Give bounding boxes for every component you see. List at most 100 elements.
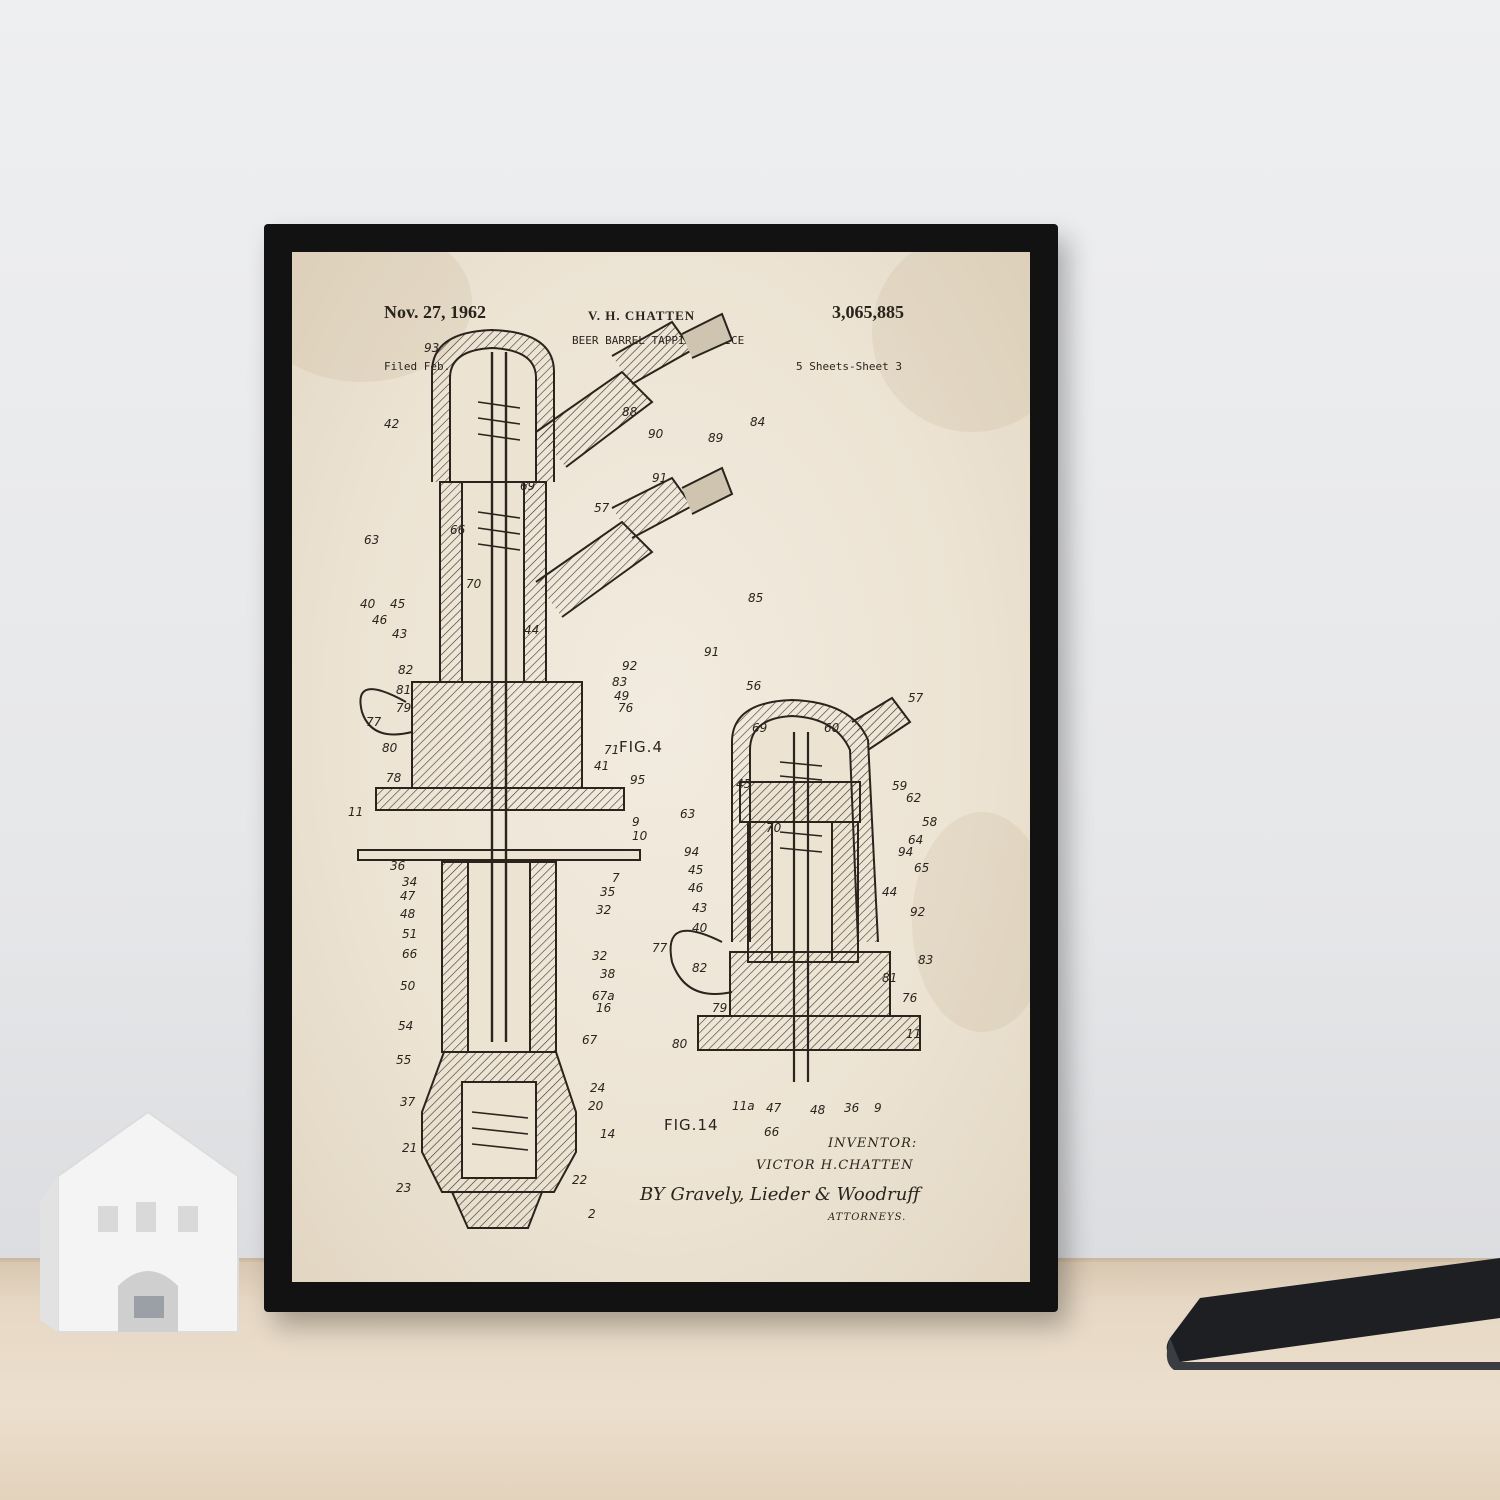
- fig4-reference-numeral: 76: [618, 701, 634, 715]
- fig4-reference-numeral: 23: [396, 1181, 411, 1195]
- fig4-reference-numeral: 34: [402, 875, 417, 889]
- fig4-reference-numeral: 55: [396, 1053, 411, 1067]
- fig4-reference-numeral: 67: [582, 1033, 598, 1047]
- fig4-reference-numeral: 45: [390, 597, 405, 611]
- fig4-reference-numeral: 35: [600, 885, 615, 899]
- fig14-reference-numeral: 79: [712, 1001, 727, 1015]
- patent-sheets: 5 Sheets-Sheet 3: [796, 360, 902, 373]
- fig4-reference-numeral: 78: [386, 771, 402, 785]
- fig4-reference-numeral: 85: [748, 591, 763, 605]
- inventor-name: VICTOR H.CHATTEN: [756, 1158, 914, 1173]
- fig14-reference-numeral: 83: [918, 953, 933, 967]
- fig14-reference-numeral: 77: [652, 941, 668, 955]
- fig14-reference-numeral: 9: [874, 1101, 882, 1115]
- fig14-reference-numeral: 45: [688, 863, 703, 877]
- fig4-reference-numeral: 22: [572, 1173, 587, 1187]
- fig4-reference-numeral: 9: [632, 815, 640, 829]
- fig4-reference-numeral: 21: [402, 1141, 417, 1155]
- fig14-reference-numeral: 70: [766, 821, 782, 835]
- fig4-reference-numeral: 67a: [592, 989, 615, 1003]
- fig4-reference-numeral: 14: [600, 1127, 615, 1141]
- paper-stain: [912, 812, 1030, 1032]
- fig4-reference-numeral: 88: [622, 405, 638, 419]
- fig4-reference-numeral: 93: [424, 341, 439, 355]
- fig4-reference-numeral: 20: [588, 1099, 604, 1113]
- fig4-reference-numeral: 95: [630, 773, 645, 787]
- attorneys-label: ATTORNEYS.: [828, 1212, 907, 1223]
- ceramic-house-icon: [40, 1110, 239, 1333]
- fig14-reference-numeral: 69: [752, 721, 767, 735]
- fig4-reference-numeral: 32: [596, 903, 611, 917]
- fig14-reference-numeral: 48: [810, 1103, 826, 1117]
- fig14-reference-numeral: 80: [672, 1037, 688, 1051]
- fig14-reference-numeral: 44: [882, 885, 897, 899]
- fig14-reference-numeral: 45: [736, 777, 751, 791]
- laptop-icon: [1166, 1258, 1500, 1370]
- fig4-reference-numeral: 79: [396, 701, 411, 715]
- fig4-reference-numeral: 82: [398, 663, 413, 677]
- fig4-reference-numeral: 24: [590, 1081, 605, 1095]
- fig14-reference-numeral: 56: [746, 679, 762, 693]
- fig4-reference-numeral: 80: [382, 741, 398, 755]
- fig4-reference-numeral: 71: [604, 743, 619, 757]
- fig4-reference-numeral: 51: [402, 927, 417, 941]
- fig14-drawing: [669, 696, 921, 1082]
- fig4-reference-numeral: 47: [400, 889, 416, 903]
- fig4-reference-numeral: 66: [402, 947, 418, 961]
- fig4-drawing: [357, 312, 734, 1229]
- fig4-reference-numeral: 36: [390, 859, 406, 873]
- fig14-reference-numeral: 94: [684, 845, 699, 859]
- fig4-reference-numeral: 46: [372, 613, 388, 627]
- fig4-reference-numeral: 57: [594, 501, 610, 515]
- fig4-reference-numeral: 49: [614, 689, 629, 703]
- fig4-reference-numeral: 91: [704, 645, 719, 659]
- fig4-reference-numeral: 43: [392, 627, 407, 641]
- fig14-reference-numeral: 64: [908, 833, 923, 847]
- fig14-reference-numeral: 81: [882, 971, 897, 985]
- fig4-reference-numeral: 2: [588, 1207, 596, 1221]
- patent-number: 3,065,885: [832, 302, 904, 322]
- figure-label-14: FIG.14: [664, 1116, 719, 1134]
- fig4-reference-numeral: 42: [384, 417, 399, 431]
- fig4-reference-numeral: 11: [348, 805, 363, 819]
- fig4-reference-numeral: 63: [364, 533, 379, 547]
- fig14-reference-numeral: 11a: [732, 1099, 755, 1113]
- fig4-reference-numeral: 10: [632, 829, 648, 843]
- fig4-reference-numeral: 81: [396, 683, 411, 697]
- fig4-reference-numeral: 16: [596, 1001, 612, 1015]
- figure-label-4: FIG.4: [619, 738, 663, 756]
- fig4-reference-numeral: 54: [398, 1019, 413, 1033]
- patent-inventor-header: V. H. CHATTEN: [588, 308, 696, 323]
- fig4-reference-numeral: 7: [612, 871, 620, 885]
- patent-print: Nov. 27, 1962 V. H. CHATTEN 3,065,885 BE…: [292, 252, 1030, 1282]
- fig4-reference-numeral: 90: [648, 427, 664, 441]
- fig4-reference-numeral: 89: [708, 431, 723, 445]
- fig14-reference-numeral: 82: [692, 961, 707, 975]
- fig14-reference-numeral: 46: [688, 881, 704, 895]
- inventor-label: INVENTOR:: [828, 1136, 918, 1151]
- fig4-reference-numeral: 44: [524, 623, 539, 637]
- fig14-reference-numeral: 40: [692, 921, 708, 935]
- fig14-reference-numeral: 92: [910, 905, 925, 919]
- fig4-reference-numeral: 40: [360, 597, 376, 611]
- fig4-reference-numeral: 41: [594, 759, 609, 773]
- fig4-reference-numeral: 69: [520, 479, 535, 493]
- fig14-reference-numeral: 66: [764, 1125, 780, 1139]
- fig4-reference-numeral: 38: [600, 967, 616, 981]
- fig4-reference-numeral: 83: [612, 675, 627, 689]
- fig14-reference-numeral: 76: [902, 991, 918, 1005]
- fig4-reference-numeral: 92: [622, 659, 637, 673]
- fig14-reference-numeral: 62: [906, 791, 921, 805]
- fig14-reference-numeral: 58: [922, 815, 938, 829]
- fig14-reference-numeral: 65: [914, 861, 929, 875]
- fig4-reference-numeral: 37: [400, 1095, 416, 1109]
- fig14-reference-numeral: 59: [892, 779, 907, 793]
- fig14-reference-numeral: 94: [898, 845, 913, 859]
- fig14-reference-numeral: 47: [766, 1101, 782, 1115]
- fig14-reference-numeral: 43: [692, 901, 707, 915]
- fig4-reference-numeral: 84: [750, 415, 765, 429]
- fig4-reference-numeral: 66: [450, 523, 466, 537]
- fig4-reference-numeral: 50: [400, 979, 416, 993]
- fig4-reference-numeral: 32: [592, 949, 607, 963]
